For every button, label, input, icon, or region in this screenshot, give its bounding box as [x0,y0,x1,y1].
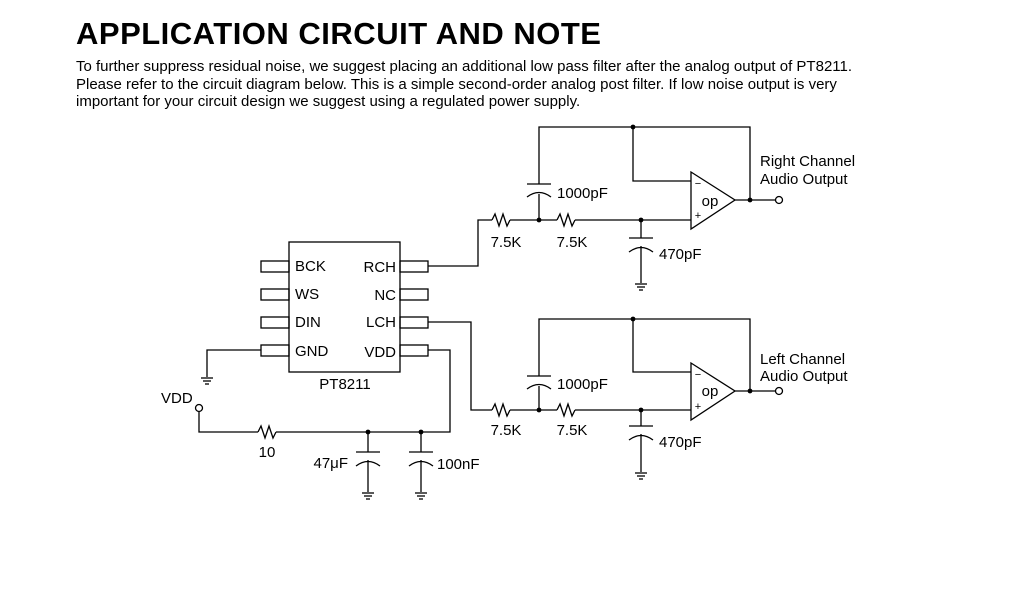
pt8211-chip: BCK WS DIN GND RCH NC LCH VDD PT8211 [260,241,429,393]
left-r1-label: 7.5K [491,422,522,439]
vdd-supply-label: VDD [161,390,193,407]
left-opamp-label: op [702,383,719,400]
pin-rch-lead [399,260,429,273]
paragraph-line-3: important for your circuit design we sug… [76,93,581,110]
pin-rch-label: RCH [364,259,397,276]
left-opamp-minus: − [695,369,701,381]
vdd-resistor-label: 10 [259,444,276,461]
right-channel-filter: op − + 7.5K 7.5K 1000pF 470pF Right Chan… [428,124,855,291]
pin-nc-lead [399,288,429,301]
right-r1-label: 7.5K [491,234,522,251]
pin-bck-label: BCK [295,258,326,275]
right-opamp-minus: − [695,178,701,190]
ground-icon [200,377,214,385]
chip-body [288,241,401,373]
left-r2-label: 7.5K [557,422,588,439]
pin-din-lead [260,316,290,329]
ground-icon [361,492,375,500]
pin-nc-label: NC [374,287,396,304]
right-output-label-line2: Audio Output [760,171,848,188]
chip-name-label: PT8211 [319,376,370,393]
pin-ws-label: WS [295,286,319,303]
left-output-terminal [774,386,784,396]
cap-47uf-label: 47μF [314,455,349,472]
pin-vdd-label: VDD [364,344,396,361]
paragraph-line-2: Please refer to the circuit diagram belo… [76,75,837,93]
description-paragraph: To further suppress residual noise, we s… [76,58,976,111]
right-feedback-cap-label: 1000pF [557,185,608,202]
pin-lch-lead [399,316,429,329]
right-r2-label: 7.5K [557,234,588,251]
vdd-terminal [194,403,204,413]
pin-gnd-label: GND [295,343,329,360]
left-channel-filter: op − + 7.5K 7.5K 1000pF 470pF Left Chann… [428,316,848,480]
pin-ws-lead [260,288,290,301]
left-ground-cap-label: 470pF [659,434,702,451]
left-feedback-cap-label: 1000pF [557,376,608,393]
ground-icon [634,283,648,291]
pin-gnd-lead [260,344,290,357]
right-ground-cap-label: 470pF [659,246,702,263]
left-output-label-line1: Left Channel [760,351,845,368]
ground-icon [414,492,428,500]
ground-icon [634,472,648,480]
power-supply-section: VDD 10 47μF 100nF [161,349,480,500]
pin-lch-label: LCH [366,314,396,331]
gnd-pin-wiring [200,349,261,385]
right-opamp-label: op [702,193,719,210]
right-output-label-line1: Right Channel [760,153,855,170]
right-output-terminal [774,195,784,205]
cap-100nf-label: 100nF [437,456,480,473]
paragraph-line-1: To further suppress residual noise, we s… [76,58,853,75]
pin-din-label: DIN [295,314,321,331]
page-title: APPLICATION CIRCUIT AND NOTE [76,16,602,51]
pin-vdd-lead [399,344,429,357]
left-opamp-plus: + [695,401,701,413]
left-output-label-line2: Audio Output [760,368,848,385]
right-opamp-plus: + [695,210,701,222]
pin-bck-lead [260,260,290,273]
